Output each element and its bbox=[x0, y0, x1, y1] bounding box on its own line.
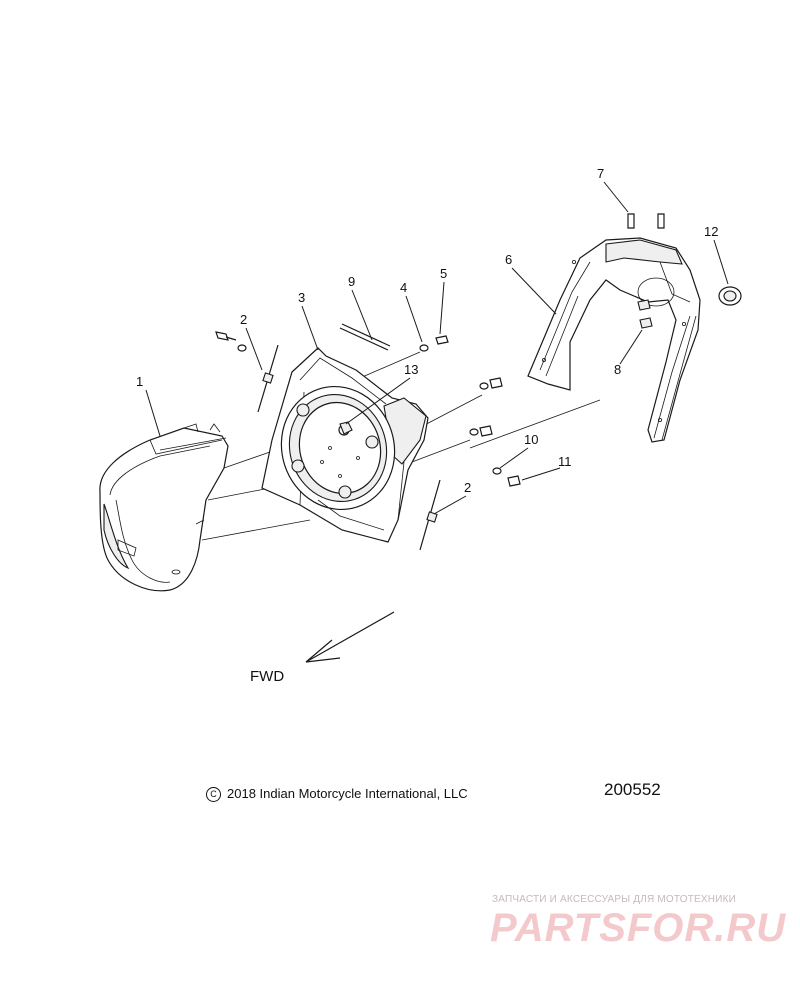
hardware-fasteners bbox=[215, 213, 742, 551]
forward-direction-arrow bbox=[305, 611, 395, 663]
drawing-number: 200552 bbox=[604, 780, 661, 799]
forward-label: FWD bbox=[250, 668, 285, 685]
callout-11: 11 bbox=[558, 454, 572, 469]
callout-7: 7 bbox=[597, 166, 604, 181]
support-bracket-part bbox=[527, 237, 701, 443]
callout-1: 1 bbox=[136, 374, 143, 389]
callout-leader-lines bbox=[145, 181, 729, 515]
callout-8: 8 bbox=[614, 362, 621, 377]
copyright-notice: C 2018 Indian Motorcycle International, L… bbox=[206, 786, 468, 802]
callout-2-upper: 2 bbox=[240, 312, 247, 327]
callout-5: 5 bbox=[440, 266, 447, 281]
callout-10: 10 bbox=[524, 432, 538, 447]
callout-9: 9 bbox=[348, 274, 355, 289]
watermark-logo: PARTSFOR.RU bbox=[490, 906, 787, 950]
copyright-text: 2018 Indian Motorcycle International, LL… bbox=[227, 786, 468, 801]
callout-12: 12 bbox=[704, 224, 718, 239]
callout-4: 4 bbox=[400, 280, 407, 295]
callout-6: 6 bbox=[505, 252, 512, 267]
callout-13: 13 bbox=[404, 362, 418, 377]
watermark-tagline: ЗАПЧАСТИ И АКСЕССУАРЫ ДЛЯ МОТОТЕХНИКИ bbox=[492, 894, 737, 905]
callout-2-lower: 2 bbox=[464, 480, 471, 495]
outer-fairing-part bbox=[99, 423, 229, 592]
copyright-symbol: C bbox=[206, 787, 221, 802]
callout-labels: 1 2 2 3 4 5 6 7 8 9 10 11 12 13 bbox=[136, 166, 718, 495]
inner-fairing-panel bbox=[261, 347, 429, 543]
callout-3: 3 bbox=[298, 290, 305, 305]
